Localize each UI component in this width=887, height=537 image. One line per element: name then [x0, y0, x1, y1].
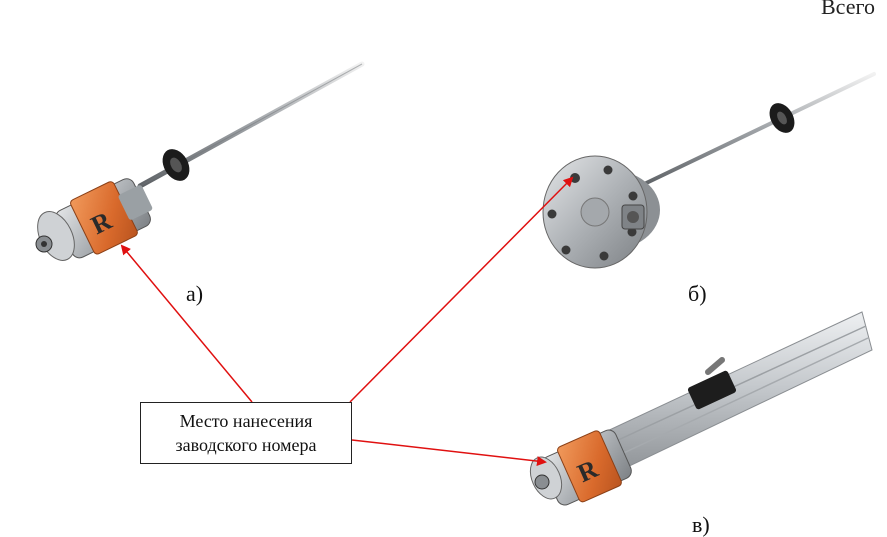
sensor-v-image: R — [529, 311, 873, 506]
callout-line-1: Место нанесения — [179, 411, 313, 431]
arrow-to-sensor-v — [351, 439, 547, 467]
corner-text: Всего — [821, 0, 875, 19]
serial-number-callout: Место нанесения заводского номера — [140, 402, 352, 464]
sensor-b-image — [542, 72, 876, 269]
arrow-to-sensor-a — [120, 244, 253, 403]
figure-label-b: б) — [688, 281, 707, 306]
sensor-a-image: R — [35, 61, 365, 261]
callout-line-2: заводского номера — [175, 435, 317, 455]
leader-arrows — [120, 176, 574, 467]
figure-label-v: в) — [692, 512, 710, 537]
figure-label-a: а) — [186, 281, 204, 306]
arrow-to-sensor-b — [349, 176, 574, 403]
